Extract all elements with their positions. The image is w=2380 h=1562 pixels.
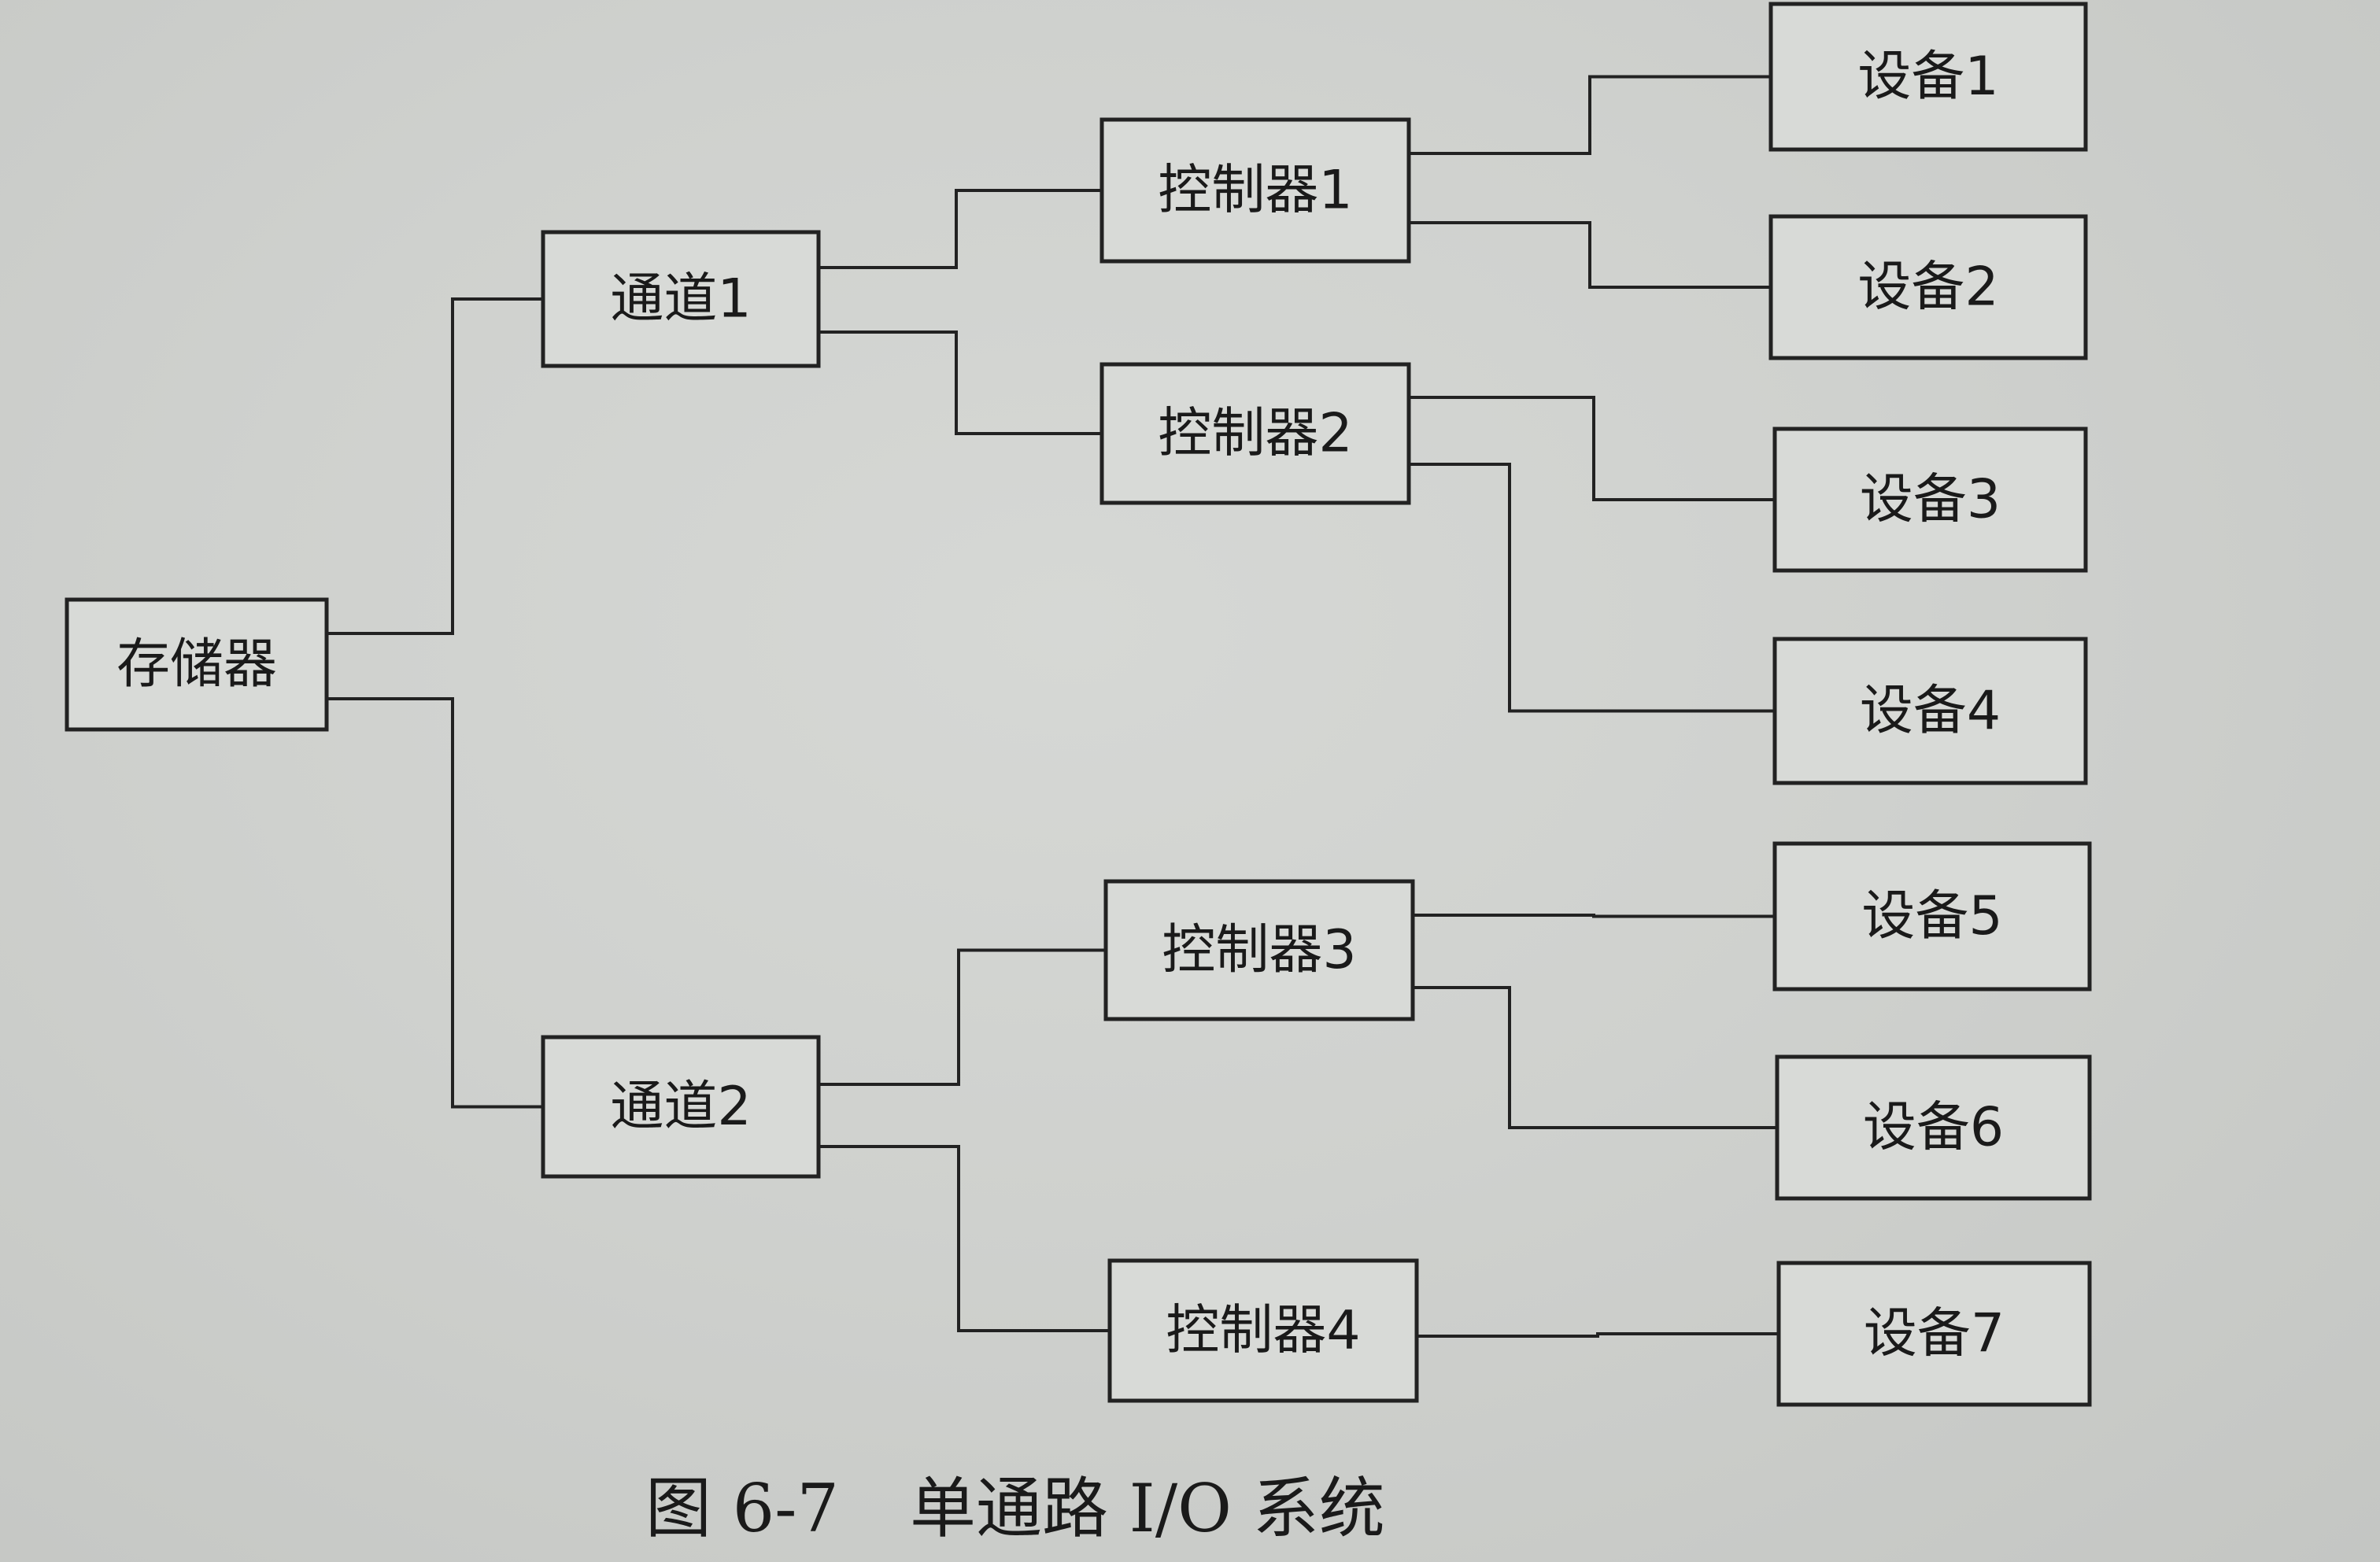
connector-channel2-to-ctrl3 xyxy=(819,948,1106,1086)
connector-ctrl2-to-dev4 xyxy=(1409,463,1775,713)
node-channel2-box xyxy=(541,1035,821,1179)
connector-memory-to-channel2 xyxy=(327,697,543,1109)
node-dev6-box xyxy=(1775,1054,2092,1201)
connector-channel1-to-ctrl1 xyxy=(819,189,1102,269)
node-ctrl4-box xyxy=(1107,1258,1419,1403)
node-memory: 存储器 xyxy=(65,597,329,732)
connector-ctrl3-to-dev5 xyxy=(1413,914,1775,918)
node-dev5-label: 设备5 xyxy=(1861,885,2002,947)
connector-channel2-to-ctrl4 xyxy=(819,1145,1110,1332)
node-ctrl1-label: 控制器1 xyxy=(1158,160,1352,222)
node-ctrl1: 控制器1 xyxy=(1099,117,1411,264)
node-dev7: 设备7 xyxy=(1776,1261,2092,1407)
node-dev2: 设备2 xyxy=(1768,214,2088,360)
node-dev4-box xyxy=(1772,637,2088,785)
connector-memory-to-channel1 xyxy=(327,297,543,635)
node-dev2-box xyxy=(1768,214,2088,360)
node-dev3: 设备3 xyxy=(1772,427,2088,573)
node-dev7-label: 设备7 xyxy=(1864,1303,2005,1365)
connector-layer xyxy=(327,75,1779,1338)
node-ctrl3-box xyxy=(1103,879,1415,1021)
node-dev4-label: 设备4 xyxy=(1860,680,2001,742)
node-layer: 存储器 通道1 通道2 控制器1 控制器2 控制器3 控制器4 设备1 设备2 设备3 设备4 设备5… xyxy=(65,2,2092,1407)
node-dev6-label: 设备6 xyxy=(1863,1097,2004,1159)
connector-ctrl1-to-dev2 xyxy=(1409,221,1771,289)
figure-title: 单通路 I/O 系统 xyxy=(909,1470,1385,1547)
connector-ctrl4-to-dev7 xyxy=(1417,1332,1779,1338)
node-dev1-label: 设备1 xyxy=(1857,46,1998,108)
node-dev3-label: 设备3 xyxy=(1860,469,2001,531)
node-channel1: 通道1 xyxy=(541,230,821,368)
figure-number: 图 6-7 xyxy=(645,1470,839,1547)
node-dev6: 设备6 xyxy=(1775,1054,2092,1201)
connector-channel1-to-ctrl2 xyxy=(819,330,1102,435)
node-dev5-box xyxy=(1772,841,2092,991)
node-channel1-box xyxy=(541,230,821,368)
node-dev3-box xyxy=(1772,427,2088,573)
node-dev2-label: 设备2 xyxy=(1857,257,1998,319)
node-ctrl3: 控制器3 xyxy=(1103,879,1415,1021)
node-memory-box xyxy=(65,597,329,732)
node-ctrl2-box xyxy=(1099,362,1411,505)
node-memory-label: 存储器 xyxy=(116,633,277,696)
node-dev4: 设备4 xyxy=(1772,637,2088,785)
connector-ctrl3-to-dev6 xyxy=(1413,986,1777,1129)
node-dev7-box xyxy=(1776,1261,2092,1407)
node-ctrl4-label: 控制器4 xyxy=(1166,1300,1360,1362)
node-channel2: 通道2 xyxy=(541,1035,821,1179)
node-channel2-label: 通道2 xyxy=(610,1076,751,1138)
node-ctrl2: 控制器2 xyxy=(1099,362,1411,505)
node-ctrl2-label: 控制器2 xyxy=(1158,403,1352,465)
figure-caption: 图 6-7 单通路 I/O 系统 xyxy=(645,1456,1385,1551)
node-channel1-label: 通道1 xyxy=(610,268,751,330)
node-ctrl4: 控制器4 xyxy=(1107,1258,1419,1403)
node-dev1: 设备1 xyxy=(1768,2,2088,152)
connector-ctrl2-to-dev3 xyxy=(1409,396,1775,501)
node-dev5: 设备5 xyxy=(1772,841,2092,991)
node-ctrl1-box xyxy=(1099,117,1411,264)
node-dev1-box xyxy=(1768,2,2088,152)
node-ctrl3-label: 控制器3 xyxy=(1162,919,1356,981)
connector-ctrl1-to-dev1 xyxy=(1409,75,1771,155)
